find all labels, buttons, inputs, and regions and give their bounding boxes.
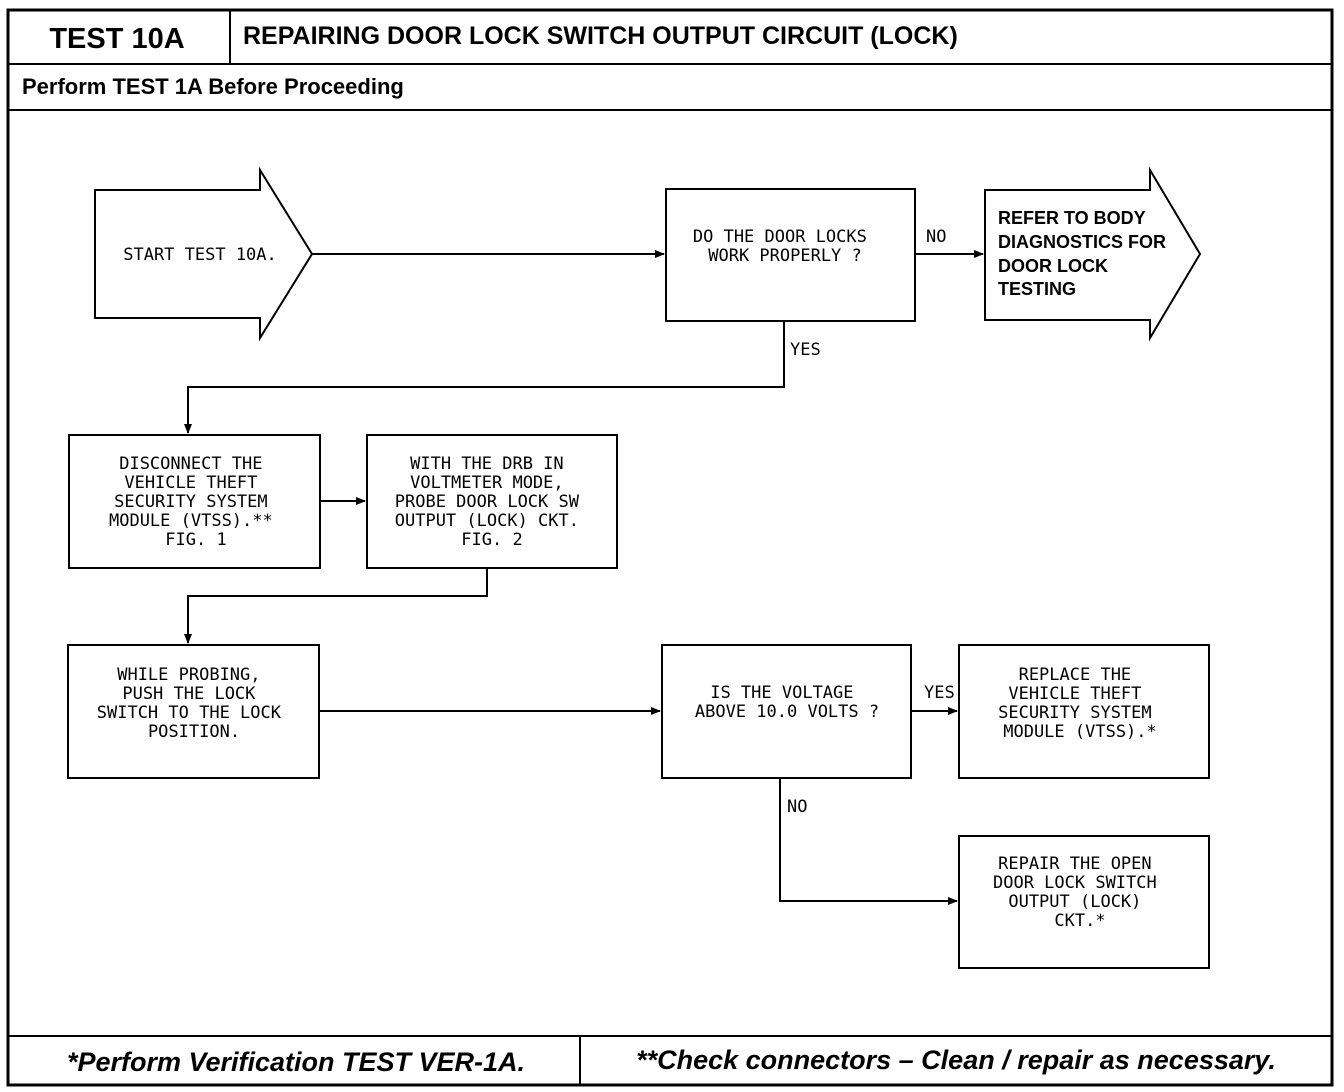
probe-line: PROBE DOOR LOCK SW (395, 492, 580, 512)
disconnect-line: VEHICLE THEFT (124, 473, 257, 493)
outer-frame (6, 8, 1334, 1087)
test-id: TEST 10A (49, 23, 184, 55)
repair-line: CKT.* (1054, 911, 1105, 931)
start-line: START TEST 10A. (123, 245, 277, 265)
edge-label-no-1: NO (926, 227, 946, 247)
page-title: REPAIRING DOOR LOCK SWITCH OUTPUT CIRCUI… (243, 22, 958, 50)
replace-line: SECURITY SYSTEM (998, 703, 1152, 723)
start-text: START TEST 10A. (123, 245, 277, 265)
replace-line: REPLACE THE (1019, 665, 1132, 685)
footer-note-right: **Check connectors – Clean / repair as n… (636, 1045, 1276, 1075)
while-probing-text: WHILE PROBING, PUSH THE LOCK SWITCH TO T… (97, 665, 291, 742)
probe-line: WITH THE DRB IN (410, 454, 564, 474)
q1-line: WORK PROPERLY ? (708, 246, 862, 266)
replace-line: VEHICLE THEFT (1008, 684, 1141, 704)
door-locks-question-text: DO THE DOOR LOCKS WORK PROPERLY ? (693, 227, 877, 266)
edge-q1-yes (184, 321, 785, 434)
start-arrow-shape (94, 166, 314, 342)
q2-line: ABOVE 10.0 VOLTS ? (695, 702, 879, 722)
refer-line: REFER TO BODY (998, 208, 1146, 228)
replace-box (958, 644, 1210, 779)
replace-line: MODULE (VTSS).* (1003, 722, 1157, 742)
disconnect-line: FIG. 1 (165, 530, 226, 550)
subtitle: Perform TEST 1A Before Proceeding (22, 74, 404, 99)
edge-label-no-2: NO (787, 797, 807, 817)
refer-body-arrow-shape (984, 166, 1202, 342)
refer-line: TESTING (998, 279, 1076, 299)
while-probing-box (67, 644, 320, 779)
replace-text: REPLACE THE VEHICLE THEFT SECURITY SYSTE… (998, 665, 1162, 742)
edge-probe-to-while (184, 568, 488, 644)
edge-q2-no (779, 778, 958, 905)
while-line: WHILE PROBING, (117, 665, 260, 685)
repair-line: REPAIR THE OPEN (998, 854, 1152, 874)
repair-box (958, 835, 1210, 969)
voltage-question-box (661, 644, 912, 779)
probe-box (366, 434, 618, 569)
disconnect-box (68, 434, 321, 569)
while-line: PUSH THE LOCK (122, 684, 256, 704)
while-line: POSITION. (148, 722, 240, 742)
refer-line: DOOR LOCK (998, 256, 1108, 276)
edge-label-yes-1: YES (790, 340, 821, 360)
disconnect-line: MODULE (VTSS).** (109, 511, 273, 531)
probe-line: OUTPUT (LOCK) CKT. (395, 511, 579, 531)
disconnect-line: SECURITY SYSTEM (114, 492, 268, 512)
repair-line: DOOR LOCK SWITCH (993, 873, 1157, 893)
while-line: SWITCH TO THE LOCK (97, 703, 282, 723)
probe-line: VOLTMETER MODE, (410, 473, 564, 493)
refer-line: DIAGNOSTICS FOR (998, 232, 1166, 252)
edge-label-yes-2: YES (924, 683, 955, 703)
voltage-question-text: IS THE VOLTAGE ABOVE 10.0 VOLTS ? (695, 683, 879, 722)
repair-line: OUTPUT (LOCK) (1008, 892, 1141, 912)
q1-line: DO THE DOOR LOCKS (693, 227, 867, 247)
refer-body-text: REFER TO BODY DIAGNOSTICS FOR DOOR LOCK … (998, 208, 1171, 299)
q2-line: IS THE VOLTAGE (710, 683, 853, 703)
probe-line: FIG. 2 (461, 530, 522, 550)
disconnect-text: DISCONNECT THE VEHICLE THEFT SECURITY SY… (109, 454, 283, 550)
repair-text: REPAIR THE OPEN DOOR LOCK SWITCH OUTPUT … (993, 854, 1167, 931)
footer-note-left: *Perform Verification TEST VER-1A. (67, 1047, 525, 1077)
probe-text: WITH THE DRB IN VOLTMETER MODE, PROBE DO… (395, 454, 589, 550)
disconnect-line: DISCONNECT THE (119, 454, 262, 474)
